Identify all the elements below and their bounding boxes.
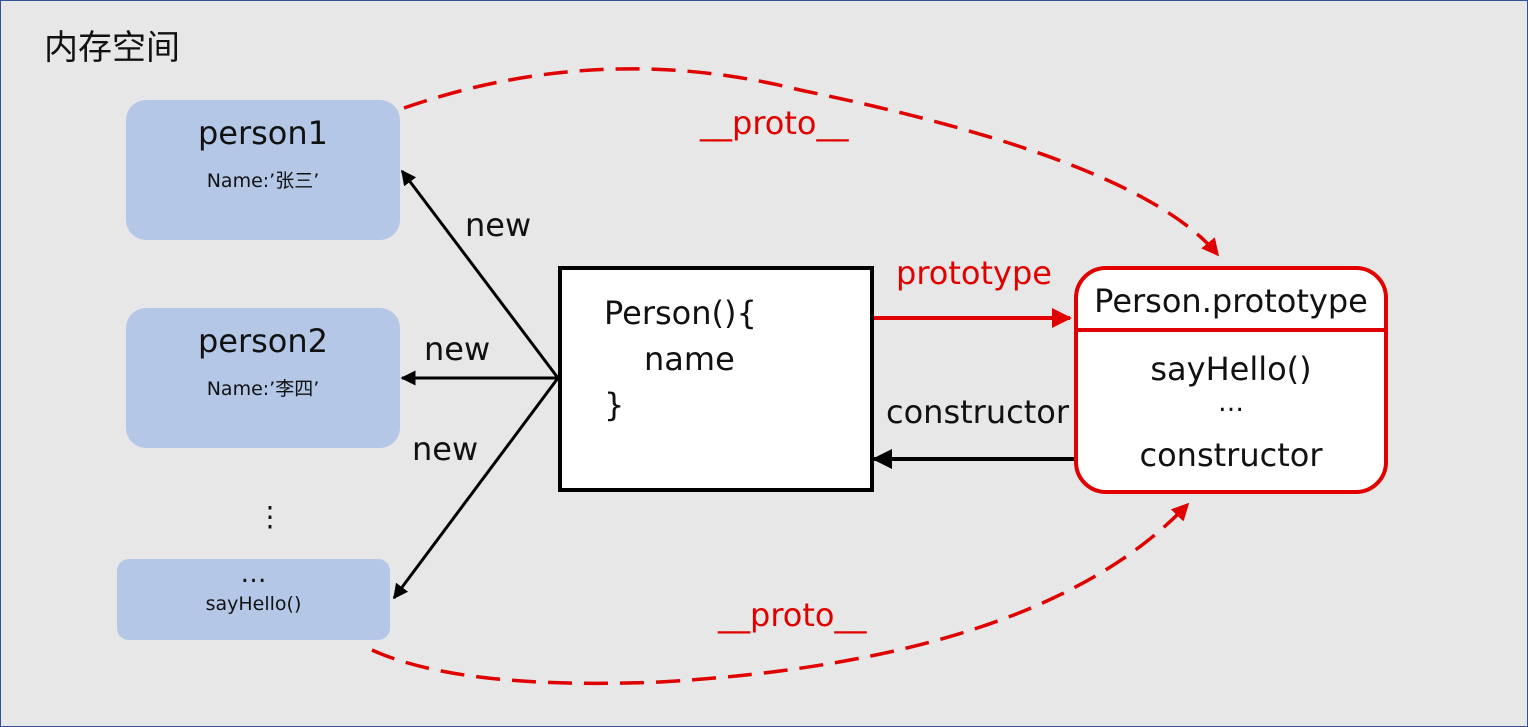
object-property: Name:’张三’ [206, 170, 320, 192]
code-line-3: } [604, 386, 625, 424]
object-instance-n: … sayHello() [117, 559, 390, 640]
prototype-ellipsis: … [1218, 388, 1244, 418]
object-name: … [240, 559, 267, 589]
page-title: 内存空间 [44, 28, 180, 68]
object-name: person2 [197, 322, 329, 360]
proto-top-curve [403, 67, 1220, 257]
prototype-constructor: constructor [1139, 436, 1323, 474]
constructor-function-box: Person(){ name } [558, 266, 874, 492]
object-person1: person1 Name:’张三’ [126, 100, 400, 240]
label-new-2: new [424, 330, 491, 368]
object-property: sayHello() [205, 593, 302, 615]
code-line-1: Person(){ [604, 294, 757, 332]
label-new-3: new [412, 430, 479, 468]
code-line-2: name [644, 340, 735, 378]
object-person2: person2 Name:’李四’ [126, 308, 400, 448]
label-constructor: constructor [886, 393, 1069, 431]
prototype-object-box: Person.prototype sayHello() … constructo… [1074, 266, 1388, 494]
label-new-1: new [465, 206, 532, 244]
label-prototype: prototype [896, 254, 1052, 292]
label-proto-bottom: __proto__ [718, 596, 867, 634]
proto-bottom-curve [371, 502, 1190, 686]
label-proto-top: __proto__ [700, 104, 849, 142]
new-arrow-person1 [400, 169, 560, 379]
new-arrow-instance [392, 377, 560, 600]
prototype-method: sayHello() [1150, 350, 1312, 388]
vertical-ellipsis: ⋮ [256, 500, 284, 533]
object-property: Name:’李四’ [206, 378, 320, 400]
object-name: person1 [197, 114, 329, 152]
prototype-title: Person.prototype [1078, 270, 1384, 332]
